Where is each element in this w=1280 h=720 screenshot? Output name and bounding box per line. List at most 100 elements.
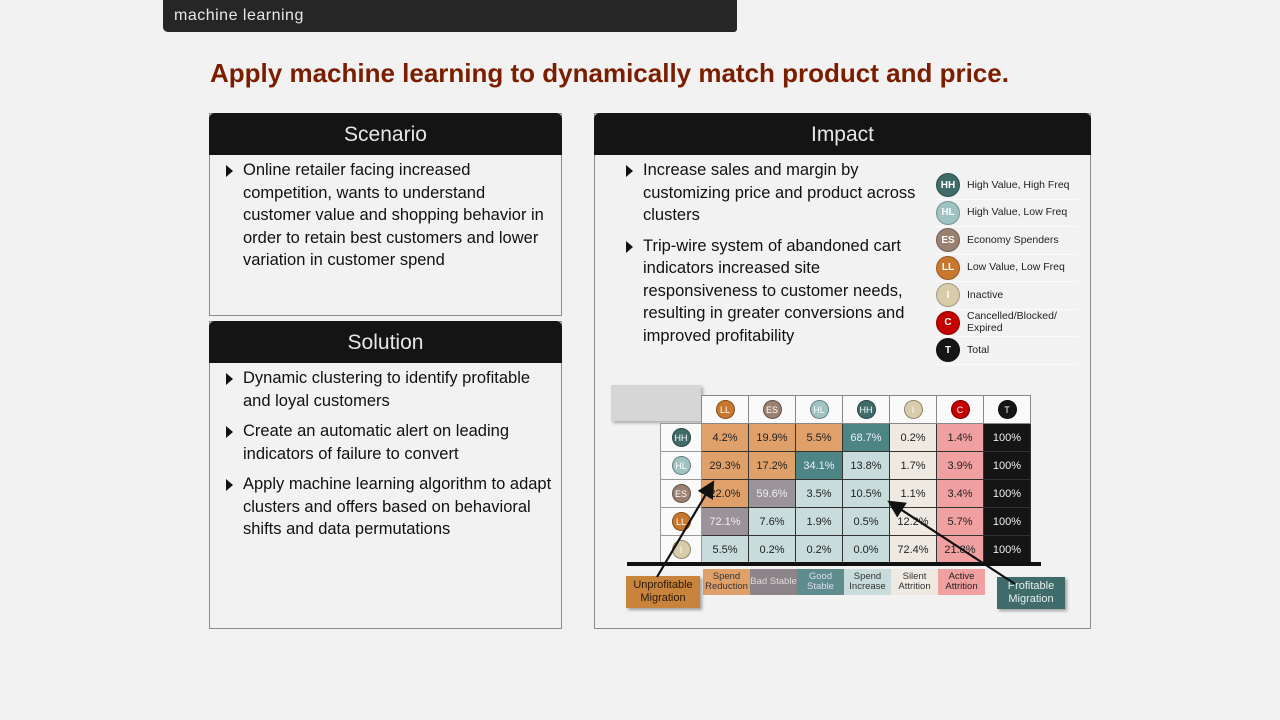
matrix-cell: 59.6%	[748, 479, 796, 508]
cluster-badge-icon: I	[671, 540, 691, 559]
matrix-cell: 29.3%	[701, 451, 749, 480]
cluster-badge-icon: HL	[809, 400, 829, 419]
matrix-column-header: C	[936, 395, 984, 424]
matrix-column-header: HL	[795, 395, 843, 424]
matrix-row-header: LL	[660, 507, 702, 536]
matrix-cell: 100%	[983, 423, 1031, 452]
cluster-badge-icon: HL	[671, 456, 691, 475]
bullet-item: Create an automatic alert on leading ind…	[226, 420, 553, 465]
cluster-badge-icon: LL	[936, 255, 960, 280]
category-key-item: Spend Increase	[844, 569, 891, 595]
matrix-row-header: HL	[660, 451, 702, 480]
legend-item-es: ES Economy Spenders	[936, 227, 1078, 255]
bullet-triangle-icon	[626, 165, 633, 177]
cluster-badge-icon: I	[936, 283, 960, 308]
matrix-column-header: LL	[701, 395, 749, 424]
bullet-triangle-icon	[626, 240, 633, 253]
legend-item-i: I Inactive	[936, 282, 1078, 310]
cluster-badge-icon: C	[950, 400, 970, 419]
solution-heading: Solution	[209, 321, 562, 363]
cluster-badge-icon: ES	[936, 228, 960, 253]
category-key-item: Active Attrition	[938, 569, 985, 595]
matrix-cell: 22.0%	[701, 479, 749, 508]
legend-label: Cancelled/Blocked/ Expired	[967, 310, 1057, 334]
bullet-item: Increase sales and margin by customizing…	[626, 159, 933, 227]
legend-label: Inactive	[967, 288, 1004, 301]
cluster-badge-icon: ES	[762, 400, 782, 419]
bullet-text: Apply machine learning algorithm to adap…	[243, 475, 552, 538]
impact-bullets: Increase sales and margin by customizing…	[595, 155, 941, 347]
bullet-triangle-icon	[226, 479, 233, 491]
bullet-item: Trip-wire system of abandoned cart indic…	[626, 235, 933, 348]
matrix-cell: 72.1%	[701, 507, 749, 536]
scenario-panel: Scenario Online retailer facing increase…	[209, 113, 562, 316]
legend-label: Economy Spenders	[967, 233, 1059, 246]
page-title: Apply machine learning to dynamically ma…	[210, 58, 1009, 88]
category-key-item: Spend Reduction	[703, 569, 750, 595]
matrix-cell: 5.5%	[701, 535, 749, 564]
legend-item-c: C Cancelled/Blocked/ Expired	[936, 310, 1078, 337]
matrix-cell: 0.2%	[748, 535, 796, 564]
matrix-cell: 12.2%	[889, 507, 937, 536]
scenario-bullets: Online retailer facing increased competi…	[210, 155, 561, 272]
matrix-cell: 100%	[983, 479, 1031, 508]
matrix-cell: 100%	[983, 507, 1031, 536]
scenario-heading: Scenario	[209, 113, 562, 155]
matrix-column-header: T	[983, 395, 1031, 424]
matrix-cell: 3.4%	[936, 479, 984, 508]
matrix-cell: 4.2%	[701, 423, 749, 452]
cluster-badge-icon: T	[936, 338, 960, 363]
matrix-cell: 68.7%	[842, 423, 890, 452]
cluster-badge-icon: I	[903, 400, 923, 419]
matrix-cell: 100%	[983, 451, 1031, 480]
category-key-item: Good Stable	[797, 569, 844, 595]
section-header-bar: machine learning	[163, 0, 737, 32]
bullet-triangle-icon	[226, 165, 233, 177]
bullet-text: Create an automatic alert on leading ind…	[243, 422, 509, 463]
cluster-badge-icon: LL	[671, 512, 691, 531]
matrix-row-header: ES	[660, 479, 702, 508]
matrix-cell: 0.0%	[842, 535, 890, 564]
matrix-cell: 34.1%	[795, 451, 843, 480]
matrix-cell: 5.5%	[795, 423, 843, 452]
matrix-row-header: I	[660, 535, 702, 564]
cluster-badge-icon: HH	[671, 428, 691, 447]
legend-label: High Value, High Freq	[967, 178, 1070, 191]
cluster-badge-icon: HH	[936, 173, 960, 198]
legend-label: Total	[967, 343, 990, 356]
category-key-item: Silent Attrition	[891, 569, 938, 595]
matrix-cell: 0.5%	[842, 507, 890, 536]
bullet-text: Trip-wire system of abandoned cart indic…	[643, 236, 905, 345]
impact-panel: Impact Increase sales and margin by cust…	[594, 113, 1091, 629]
matrix-corner-cell	[661, 396, 702, 424]
legend-label: Low Value, Low Freq	[967, 261, 1065, 273]
matrix-cell: 0.2%	[795, 535, 843, 564]
matrix-cell: 100%	[983, 535, 1031, 564]
legend-item-hh: HH High Value, High Freq	[936, 172, 1078, 200]
matrix-cell: 72.4%	[889, 535, 937, 564]
matrix-cell: 0.2%	[889, 423, 937, 452]
solution-panel: Solution Dynamic clustering to identify …	[209, 321, 562, 629]
impact-heading: Impact	[594, 113, 1091, 155]
matrix-cell: 17.2%	[748, 451, 796, 480]
profitable-migration-callout: Profitable Migration	[997, 577, 1065, 609]
matrix-row-header: HH	[660, 423, 702, 452]
matrix-column-header: ES	[748, 395, 796, 424]
matrix-cell: 21.8%	[936, 535, 984, 564]
matrix-column-header: I	[889, 395, 937, 424]
bullet-triangle-icon	[226, 373, 233, 385]
matrix-cell: 1.4%	[936, 423, 984, 452]
cluster-badge-icon: C	[936, 310, 960, 335]
bullet-item: Dynamic clustering to identify profitabl…	[226, 367, 553, 412]
matrix-cell: 10.5%	[842, 479, 890, 508]
matrix-baseline	[627, 562, 1041, 566]
